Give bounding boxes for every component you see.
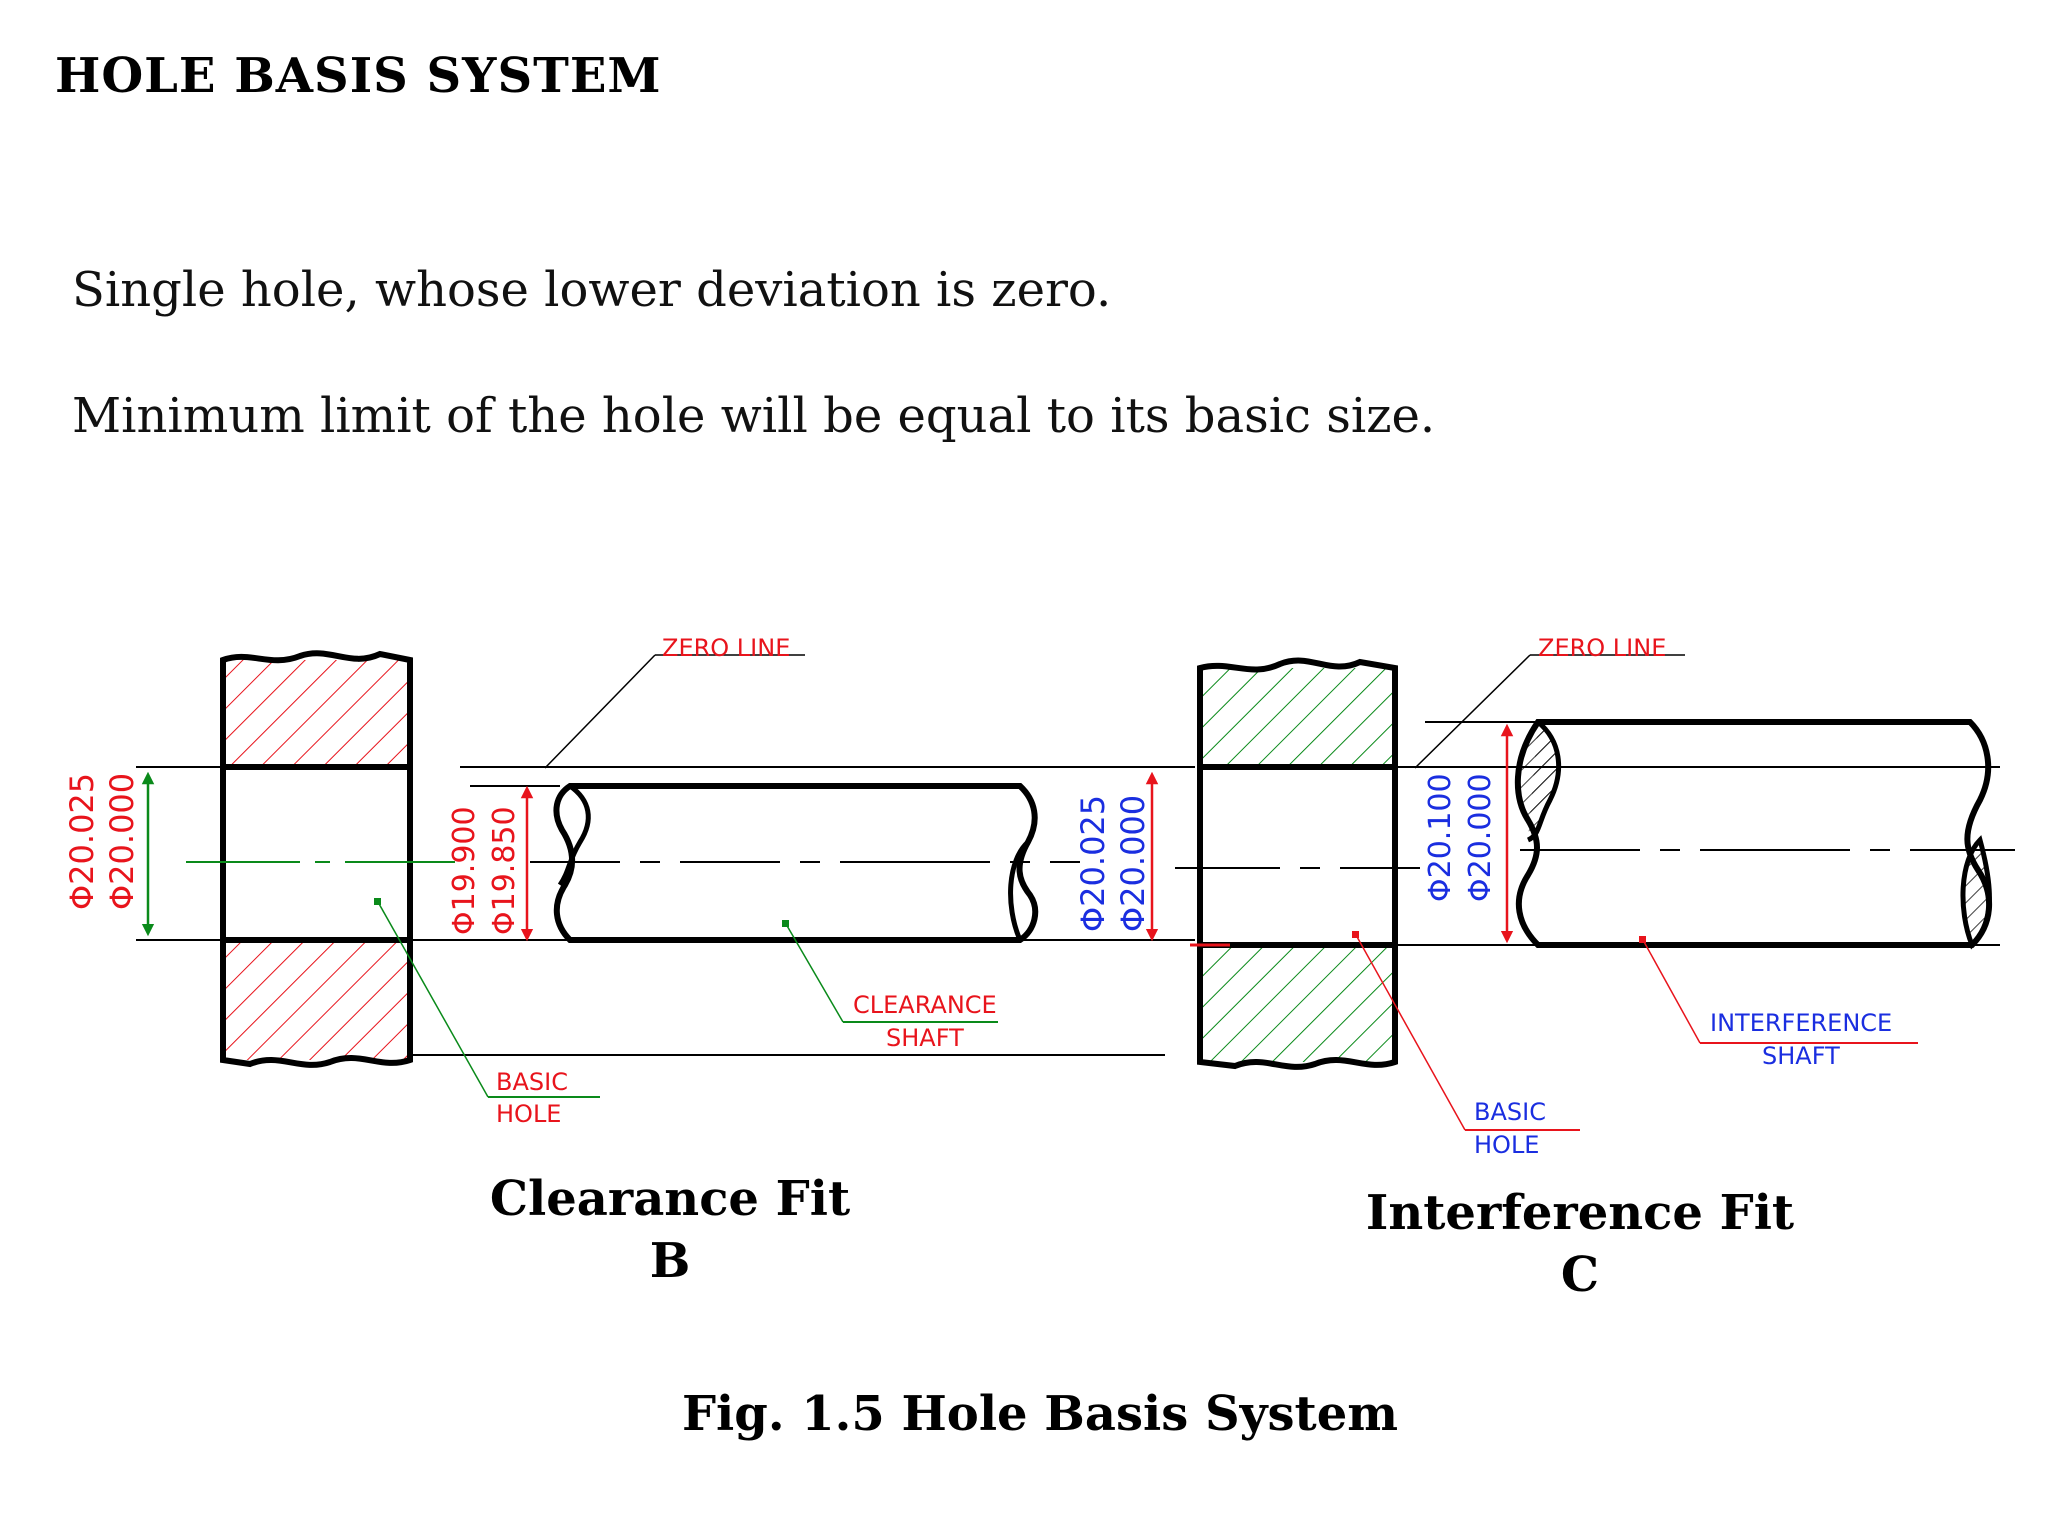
clearance-shaft-label-1: CLEARANCE [853, 991, 997, 1019]
interference-fit-title: Interference Fit [1365, 1185, 1795, 1241]
shaft-max-dim-right: Φ20.100 [1423, 773, 1458, 902]
basic-hole-label-1-right: BASIC [1474, 1098, 1546, 1126]
shaft-min-dim-right: Φ20.000 [1463, 773, 1498, 902]
zero-line-label-right: ZERO LINE [1538, 634, 1666, 662]
clearance-fit-drawing [136, 650, 1195, 1098]
hole-block-outline [220, 650, 413, 1068]
clearance-fit-caption: Clearance Fit B [440, 1168, 900, 1292]
basic-hole-label-1-left: BASIC [496, 1068, 568, 1096]
zero-line-label-left: ZERO LINE [662, 634, 790, 662]
interference-fit-letter: C [1560, 1247, 1600, 1303]
paragraph-1: Single hole, whose lower deviation is ze… [72, 262, 1112, 318]
hole-max-dim-left: Φ20.025 [63, 773, 101, 910]
shaft-max-dim-left: Φ19.900 [447, 806, 482, 935]
hole-wall-top [223, 660, 410, 767]
figure-caption: Fig. 1.5 Hole Basis System [681, 1386, 1399, 1442]
interference-shaft-label-2: SHAFT [1762, 1042, 1840, 1070]
hole-wall-top-right [1200, 668, 1395, 767]
paragraph-2: Minimum limit of the hole will be equal … [72, 388, 1436, 444]
interference-fit-caption: Interference Fit C [1330, 1182, 1830, 1306]
hole-wall-bottom [223, 940, 410, 1060]
hole-max-dim-right: Φ20.025 [1074, 795, 1112, 932]
shaft-min-dim-left: Φ19.850 [487, 806, 522, 935]
basic-hole-label-2-right: HOLE [1474, 1131, 1539, 1159]
hole-min-dim-left: Φ20.000 [103, 773, 141, 910]
basic-hole-label-2-left: HOLE [496, 1100, 561, 1128]
clearance-fit-title: Clearance Fit [489, 1171, 851, 1227]
page-heading: HOLE BASIS SYSTEM [55, 48, 662, 104]
hole-min-dim-right: Φ20.000 [1114, 795, 1152, 932]
hole-wall-bottom-right [1200, 945, 1395, 1062]
interference-shaft-label-1: INTERFERENCE [1710, 1009, 1892, 1037]
hole-block-outline-right [1197, 657, 1398, 1070]
interference-fit-drawing [1145, 654, 2015, 1131]
clearance-shaft-label-2: SHAFT [886, 1024, 964, 1052]
clearance-fit-letter: B [649, 1233, 691, 1289]
interference-shaft [1514, 719, 1992, 948]
